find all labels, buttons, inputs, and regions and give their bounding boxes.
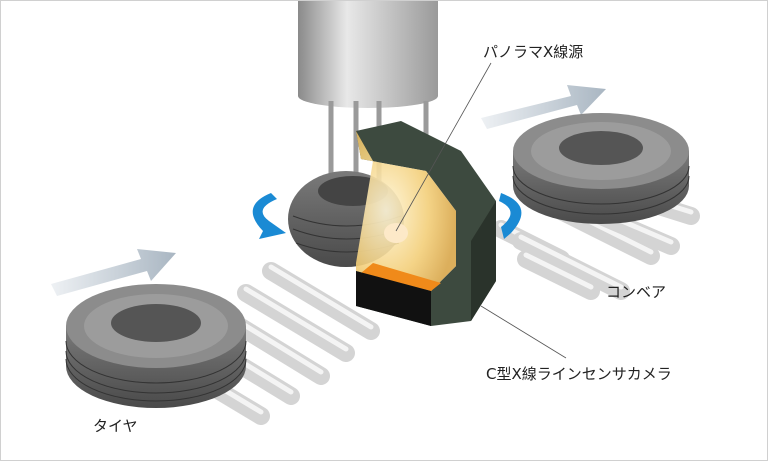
- conveyor-roller-highlight: [268, 264, 374, 330]
- xray-source-icon: [384, 223, 408, 243]
- leader-line-camera: [480, 305, 567, 359]
- conveyor-roller: [262, 262, 380, 340]
- direction-arrow-left: [51, 249, 176, 296]
- tire-right: [512, 113, 690, 224]
- rotation-arrow-left: [252, 193, 286, 239]
- label-tire: タイヤ: [93, 417, 138, 435]
- rotation-arrow-right: [499, 193, 522, 239]
- conveyor-roller: [517, 250, 600, 300]
- c-type-camera: [356, 121, 496, 326]
- leader-line-source: [395, 62, 492, 232]
- label-conveyor: コンベア: [606, 283, 667, 301]
- direction-arrow-right: [481, 85, 606, 129]
- xray-source-housing: [298, 1, 438, 96]
- tire-front: [65, 284, 247, 408]
- conveyor-roller: [237, 284, 355, 362]
- conveyor-roller: [512, 232, 630, 300]
- conveyor-roller-highlight: [518, 234, 624, 290]
- conveyor-roller-highlight: [243, 286, 349, 352]
- conveyor-roller-highlight: [523, 252, 594, 290]
- label-camera: C型X線ラインセンサカメラ: [486, 365, 672, 383]
- label-xray-source: パノラマX線源: [483, 43, 584, 61]
